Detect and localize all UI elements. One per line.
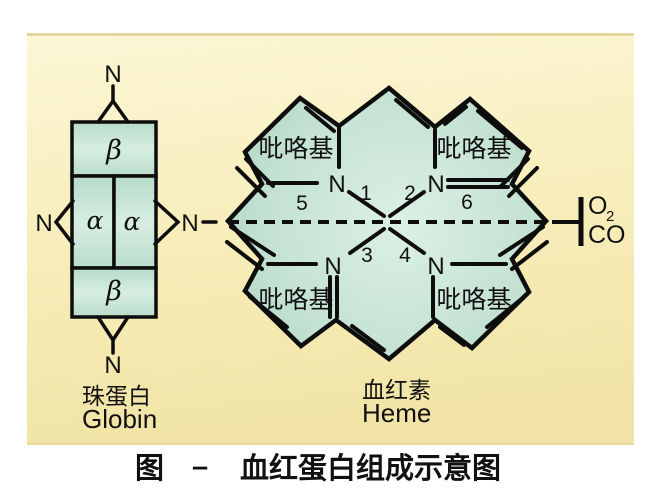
heme-name-en: Heme xyxy=(362,398,431,428)
heme-n-bottom-left: N xyxy=(324,253,341,280)
globin-beta-bottom-box xyxy=(70,266,158,319)
globin-right-caret xyxy=(153,199,181,246)
globin-alpha-right-box xyxy=(112,174,158,270)
globin-name-cn: 珠蛋白 xyxy=(82,383,151,409)
heme-n-bottom-right: N xyxy=(427,253,444,280)
globin-n-left: N xyxy=(35,210,52,237)
figure-caption: 图 – 血红蛋白组成示意图 xyxy=(135,451,501,485)
globin-n-right: N xyxy=(181,210,198,237)
oxygen-label: O xyxy=(588,192,607,220)
heme-name-cn: 血红素 xyxy=(362,377,431,403)
n-horizontal-bonds xyxy=(266,178,510,266)
pyrrole-label-top-right: 吡咯基 xyxy=(436,135,511,163)
ligand-group: O 2 CO xyxy=(578,192,626,249)
globin-left-caret xyxy=(53,199,75,246)
globin-alpha-left-label: α xyxy=(87,206,104,235)
double-bond-marks xyxy=(225,98,549,352)
caption-title: 血红蛋白组成示意图 xyxy=(240,451,501,485)
coordination-position-1: 1 xyxy=(360,182,372,205)
pyrrole-label-bottom-left: 吡咯基 xyxy=(258,286,333,314)
pyrrole-label-top-left: 吡咯基 xyxy=(258,135,333,163)
globin-name-en: Globin xyxy=(82,404,157,434)
heme-n-top-left: N xyxy=(328,171,345,198)
coordination-position-6: 6 xyxy=(461,191,473,214)
coordination-position-4: 4 xyxy=(399,244,411,267)
globin-beta-top-label: β xyxy=(105,135,122,166)
globin-alpha-right-label: α xyxy=(124,207,141,236)
coordination-position-2: 2 xyxy=(404,182,416,205)
coordination-position-3: 3 xyxy=(361,244,373,267)
caption-dash: – xyxy=(192,451,208,483)
n-center-bonds xyxy=(347,190,426,255)
oxygen-subscript: 2 xyxy=(606,208,614,225)
pyrrole-n-stems xyxy=(328,126,437,319)
heme-n-top-right: N xyxy=(427,171,444,198)
heme-structure: N N N N 1 2 3 4 5 6 吡咯基 吡咯基 吡咯基 吡咯基 xyxy=(224,85,579,362)
globin-structure: N N N N β α α β xyxy=(35,61,218,379)
coordination-position-5: 5 xyxy=(296,192,308,215)
carbon-monoxide-label: CO xyxy=(588,221,626,249)
globin-top-caret xyxy=(96,97,130,124)
globin-beta-bottom-label: β xyxy=(105,276,122,307)
globin-beta-top-box xyxy=(70,120,158,178)
caption-prefix: 图 xyxy=(135,453,164,485)
globin-n-top: N xyxy=(104,61,121,88)
pyrrole-label-bottom-right: 吡咯基 xyxy=(436,286,511,314)
globin-n-bottom: N xyxy=(104,352,121,379)
